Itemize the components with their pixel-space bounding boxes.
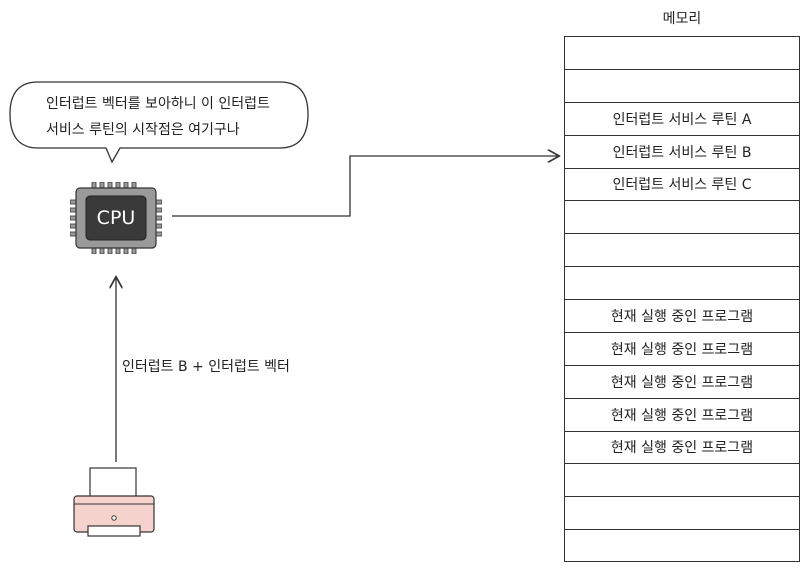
memory-cell-empty	[565, 497, 799, 531]
memory-cell-filled: 인터럽트 서비스 루틴 C	[565, 169, 799, 202]
memory-cell-filled: 현재 실행 중인 프로그램	[565, 432, 799, 465]
memory-title: 메모리	[662, 11, 702, 27]
memory-cell-empty	[565, 267, 799, 300]
cpu-chip: CPU	[69, 181, 163, 255]
memory-cell-filled: 인터럽트 서비스 루틴 B	[565, 136, 799, 169]
printer-icon	[73, 467, 155, 537]
memory-cell-empty	[565, 530, 799, 563]
memory-cell-empty	[565, 70, 799, 103]
memory-cell-filled: 인터럽트 서비스 루틴 A	[565, 103, 799, 136]
memory-cell-empty	[565, 464, 799, 498]
bubble-text-line2: 서비스 루틴의 시작점은 여기구나	[46, 122, 240, 138]
memory-cell-empty	[565, 234, 799, 268]
memory-cell-filled: 현재 실행 중인 프로그램	[565, 366, 799, 399]
speech-bubble-shape	[9, 81, 309, 164]
bubble-text-line1: 인터럽트 벡터를 보아하니 이 인터럽트	[46, 96, 270, 112]
memory-cell-empty	[565, 37, 799, 70]
printer-device	[68, 466, 160, 546]
memory-cell-filled: 현재 실행 중인 프로그램	[565, 300, 799, 333]
memory-cell-filled: 현재 실행 중인 프로그램	[565, 399, 799, 432]
speech-bubble: 인터럽트 벡터를 보아하니 이 인터럽트 서비스 루틴의 시작점은 여기구나	[8, 80, 310, 164]
interrupt-label: 인터럽트 B + 인터럽트 벡터	[122, 359, 290, 375]
memory-cell-empty	[565, 201, 799, 235]
memory-cell-filled: 현재 실행 중인 프로그램	[565, 333, 799, 366]
cpu-label: CPU	[96, 207, 136, 229]
